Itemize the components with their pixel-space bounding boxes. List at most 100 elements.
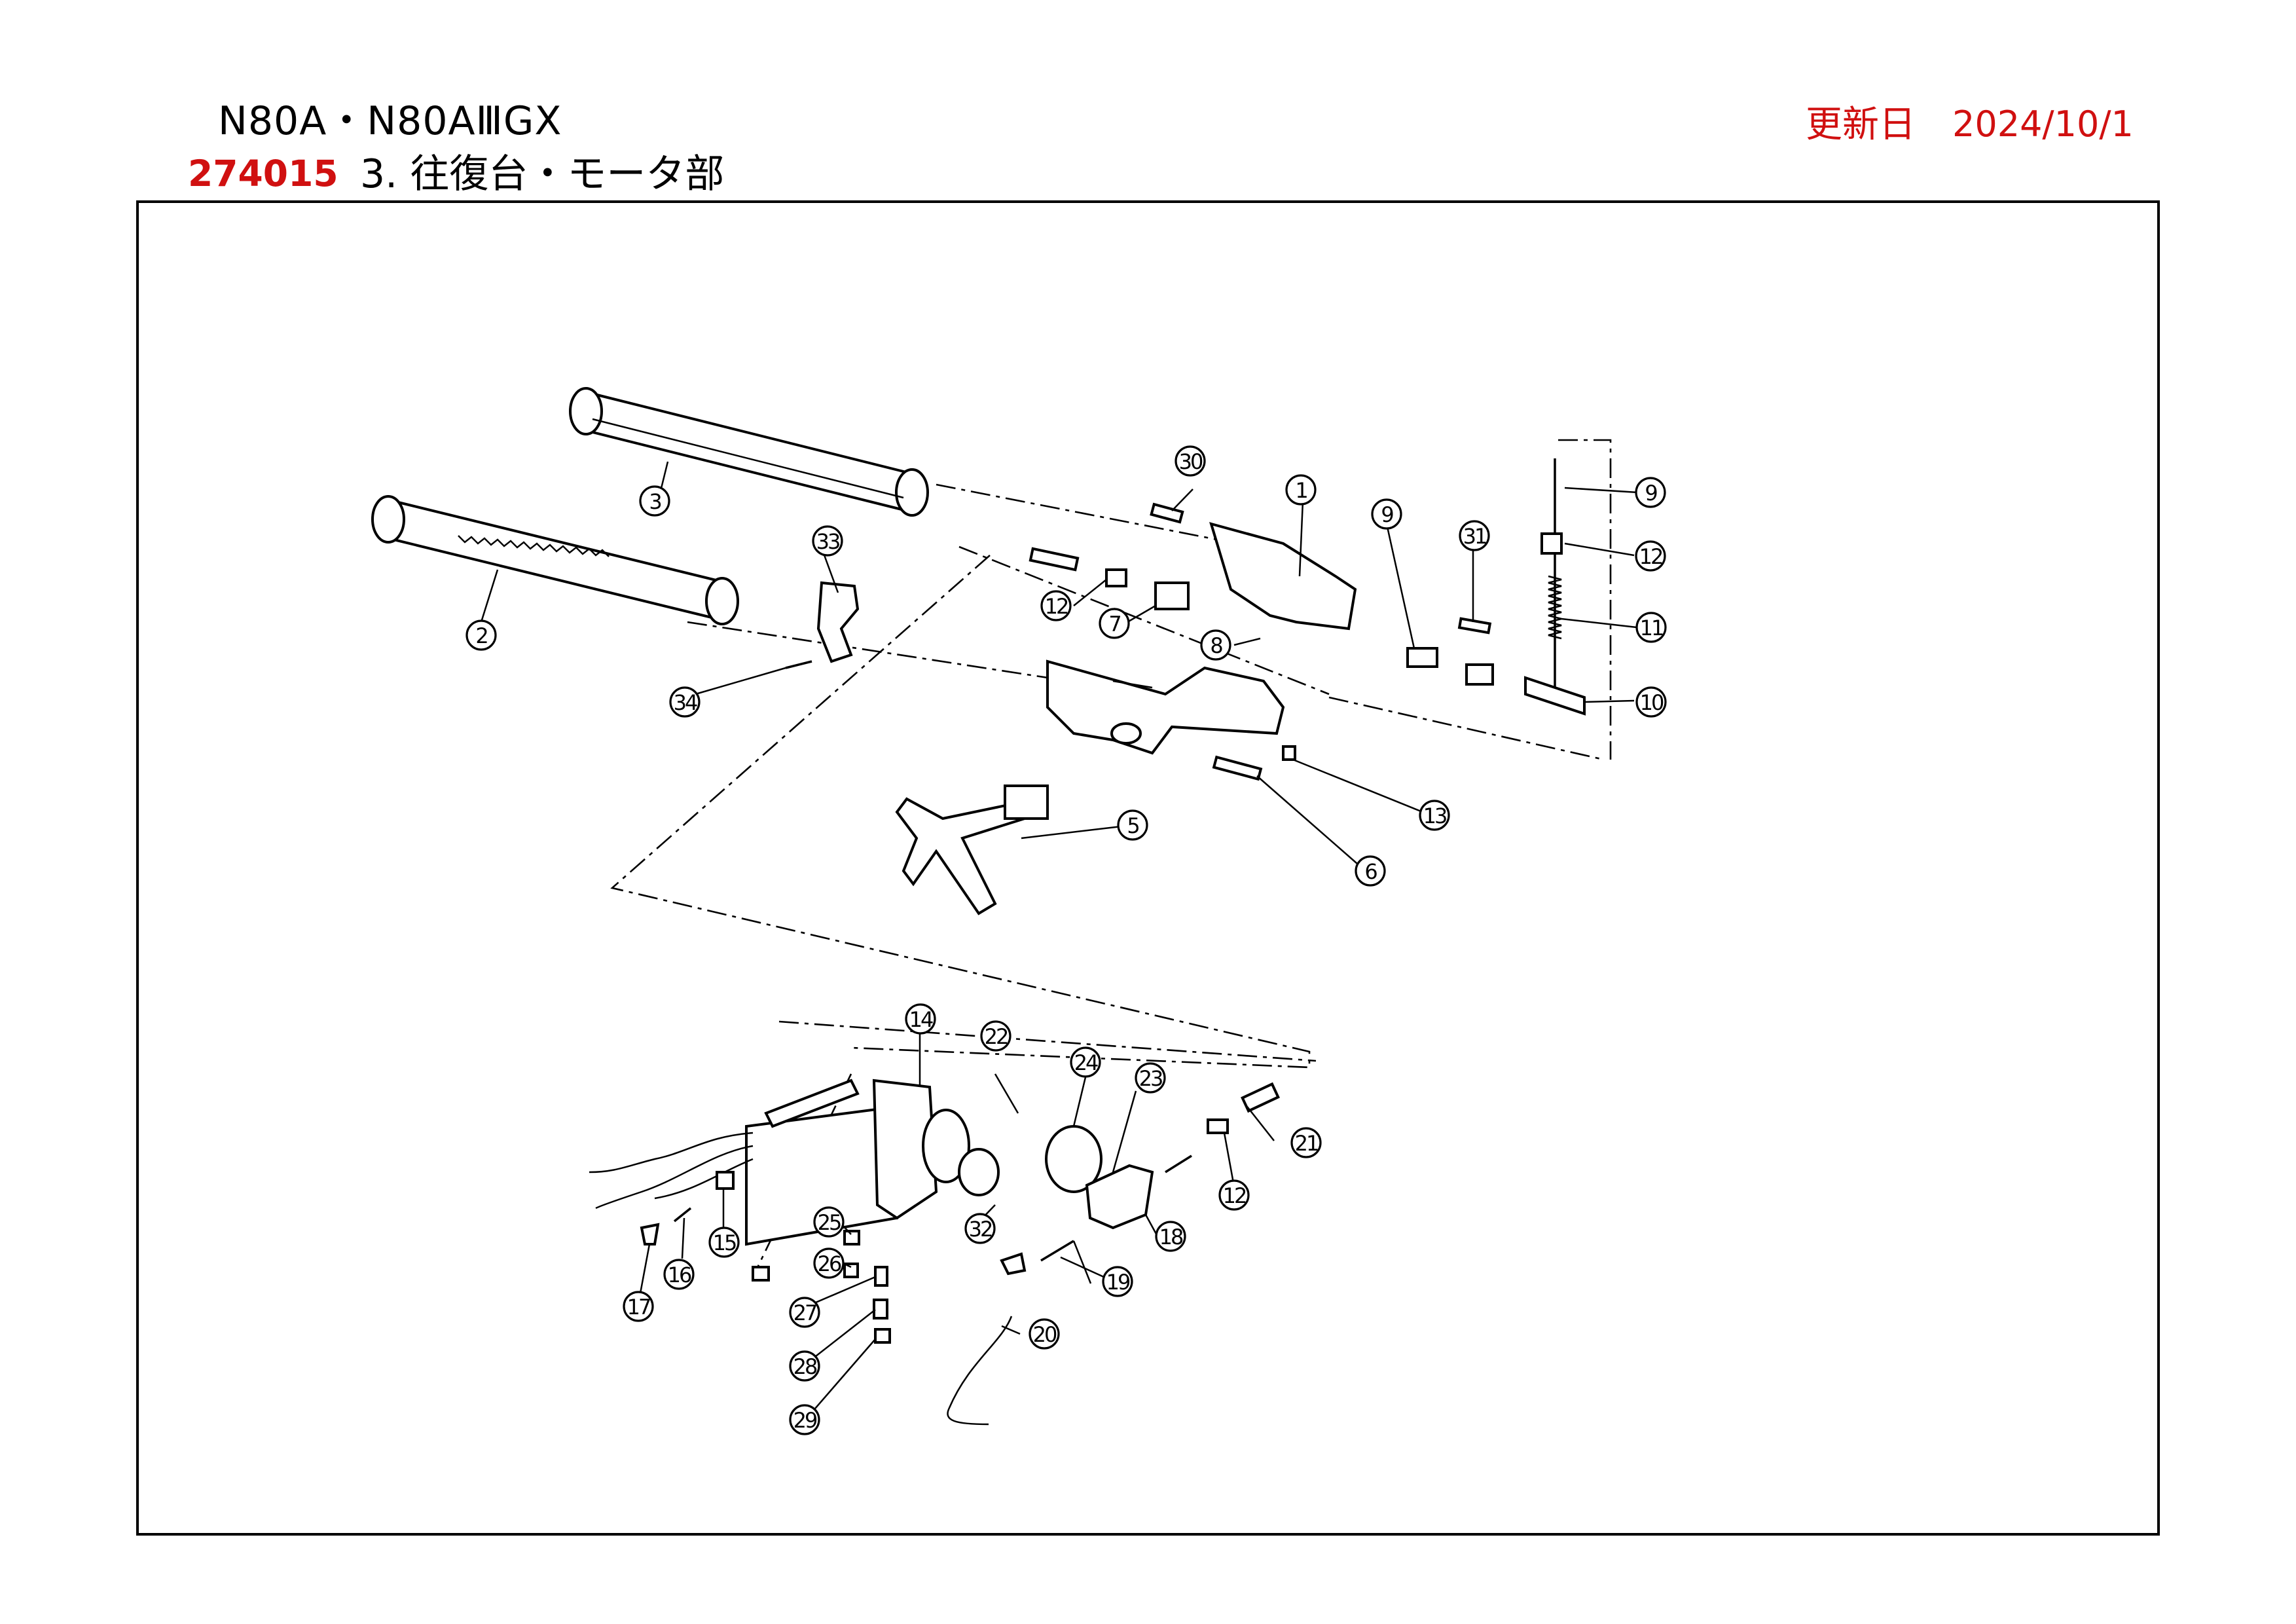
callout-label: 11 [1640, 616, 1663, 640]
callout-12: 12 [1218, 1179, 1250, 1211]
callout-label: 2 [475, 623, 487, 648]
callout-label: 17 [627, 1295, 650, 1320]
callout-34: 34 [669, 686, 701, 718]
callout-2: 2 [465, 619, 497, 651]
callout-12: 12 [1040, 590, 1072, 621]
callout-28: 28 [789, 1350, 820, 1382]
callout-17: 17 [623, 1291, 654, 1322]
callout-label: 9 [1645, 481, 1657, 506]
callout-6: 6 [1355, 855, 1386, 887]
updated-date: 2024/10/1 [1952, 103, 2134, 145]
part-20-hose [947, 1316, 1013, 1426]
model-title: N80A・N80AⅢGX [218, 98, 562, 144]
part-12c-nut [1207, 1118, 1229, 1134]
callout-label: 34 [674, 690, 697, 715]
part-code: 274015 [188, 153, 338, 194]
callout-label: 15 [713, 1230, 736, 1255]
callout-21: 21 [1290, 1127, 1322, 1158]
part-6-pin [1212, 755, 1263, 781]
callout-label: 13 [1423, 803, 1446, 828]
section-title: 3. 往復台・モータ部 [360, 151, 725, 197]
diagram-frame [136, 200, 2160, 1536]
callout-33: 33 [812, 525, 843, 557]
callout-label: 22 [985, 1024, 1008, 1049]
part-28-screw [873, 1299, 888, 1320]
callout-29: 29 [789, 1404, 820, 1435]
callout-12: 12 [1635, 540, 1666, 572]
callout-1: 1 [1285, 474, 1317, 506]
leader-lines [480, 461, 1639, 1419]
part-29-nut [874, 1328, 891, 1344]
part-32-bracket [816, 581, 860, 663]
callout-7: 7 [1099, 608, 1130, 639]
callout-24: 24 [1070, 1046, 1101, 1078]
updated-label: 更新日 [1806, 103, 1916, 146]
callout-bubbles: 1235678991011121212131415161718192021222… [465, 445, 1667, 1435]
part-25-washer [843, 1230, 860, 1246]
part-19-connector [1040, 1240, 1074, 1262]
callout-20: 20 [1029, 1318, 1060, 1350]
part-5-handle [895, 784, 1049, 915]
callout-13: 13 [1419, 800, 1450, 831]
callout-15: 15 [708, 1227, 740, 1258]
callout-26: 26 [813, 1247, 845, 1279]
part-nut [752, 1266, 770, 1282]
callout-23: 23 [1135, 1062, 1166, 1094]
callout-14: 14 [905, 1003, 936, 1035]
callout-label: 26 [818, 1251, 841, 1276]
callout-3: 3 [639, 485, 670, 517]
part-12b-nut [1465, 663, 1494, 686]
callout-label: 24 [1074, 1050, 1098, 1075]
part-12-nut [1105, 568, 1127, 587]
callout-label: 29 [793, 1408, 817, 1433]
part-21-fitting [1241, 1082, 1280, 1113]
part-27-screw [874, 1266, 888, 1287]
callout-18: 18 [1155, 1221, 1186, 1252]
callout-31: 31 [1459, 520, 1490, 551]
callout-8: 8 [1200, 629, 1231, 661]
part-26-screw [843, 1263, 859, 1278]
callout-9: 9 [1371, 498, 1402, 530]
callout-label: 12 [1045, 594, 1068, 619]
callout-22: 22 [980, 1020, 1011, 1052]
callout-label: 5 [1127, 813, 1139, 838]
part-1-carriage [1046, 522, 1357, 755]
callout-label: 12 [1639, 544, 1662, 569]
callout-label: 16 [668, 1263, 691, 1287]
callout-32: 32 [964, 1213, 996, 1244]
part-17-plug [640, 1223, 660, 1246]
callout-label: 8 [1210, 633, 1222, 658]
callout-27: 27 [789, 1297, 820, 1328]
part-9-bolt [1406, 647, 1438, 668]
part-2-rack [371, 495, 739, 625]
part-31-pin [1457, 617, 1492, 635]
callout-16: 16 [663, 1259, 695, 1290]
part-30-pin [1150, 502, 1184, 524]
callout-label: 25 [818, 1210, 841, 1235]
callout-label: 3 [649, 489, 661, 514]
part-7-block [1154, 581, 1190, 610]
part-pipe [1165, 1154, 1192, 1173]
callout-label: 30 [1179, 449, 1203, 474]
callout-label: 9 [1381, 502, 1393, 527]
callout-label: 1 [1295, 478, 1307, 503]
callout-label: 23 [1139, 1066, 1162, 1091]
callout-label: 14 [909, 1007, 933, 1032]
callout-label: 19 [1106, 1270, 1130, 1295]
callout-label: 12 [1223, 1183, 1246, 1208]
callout-25: 25 [813, 1206, 845, 1238]
callout-5: 5 [1117, 809, 1148, 841]
part-14-motor [589, 1079, 1000, 1246]
part-clamp [1000, 1252, 1027, 1276]
callout-label: 7 [1108, 612, 1120, 637]
callout-label: 10 [1640, 690, 1664, 715]
callout-label: 20 [1033, 1322, 1057, 1347]
callout-label: 6 [1364, 859, 1377, 884]
callout-30: 30 [1175, 445, 1206, 477]
callout-label: 31 [1463, 524, 1486, 549]
callout-label: 18 [1159, 1225, 1183, 1249]
callout-11: 11 [1635, 612, 1667, 643]
callout-label: 21 [1295, 1131, 1318, 1156]
part-13-screw [1282, 745, 1296, 761]
